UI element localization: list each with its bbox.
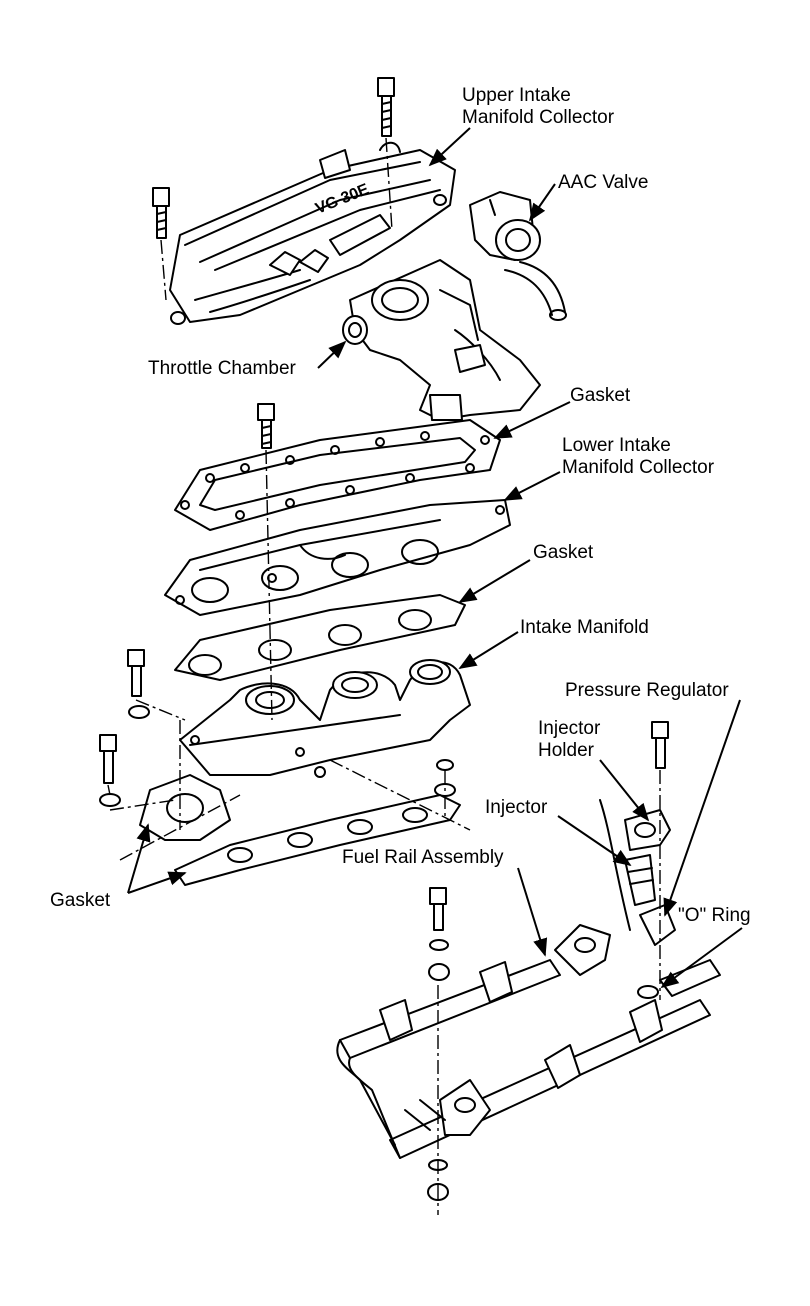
gasket-bottom [139,774,461,886]
bolt [651,721,669,769]
label-lower-collector-2: Manifold Collector [562,457,715,478]
bolt [99,734,121,807]
bolt [377,77,395,137]
alignment-lines [107,137,661,1215]
label-pressure-regulator: Pressure Regulator [565,680,729,701]
bolt [257,403,275,449]
washer [436,759,454,771]
gasket-middle [174,594,466,681]
injector-holder [624,809,671,851]
label-upper-collector-2: Manifold Collector [462,107,615,128]
gasket-top [174,419,501,531]
fuel-rail-assembly [336,924,721,1159]
intake-manifold [179,659,471,778]
label-aac-valve: AAC Valve [558,172,649,193]
label-injector: Injector [485,797,548,818]
label-fuel-rail-assembly: Fuel Rail Assembly [342,847,504,868]
label-throttle-chamber: Throttle Chamber [148,358,296,379]
label-injector-holder-1: Injector [538,718,601,739]
label-injector-holder-2: Holder [538,740,594,761]
lower-intake-collector [164,499,511,616]
label-o-ring: "O" Ring [678,905,751,926]
bolt [127,649,150,719]
aac-valve [469,191,567,321]
label-gasket-mid: Gasket [533,542,594,563]
label-lower-collector-1: Lower Intake [562,435,671,456]
bolt [152,187,170,239]
label-intake-manifold: Intake Manifold [520,617,649,638]
label-upper-collector-1: Upper Intake [462,85,571,106]
label-gasket-bottom: Gasket [50,890,111,911]
upper-intake-collector: VG 30E [169,141,456,325]
throttle-chamber [342,259,541,421]
leader-lines [127,127,743,989]
label-gasket-top: Gasket [570,385,631,406]
